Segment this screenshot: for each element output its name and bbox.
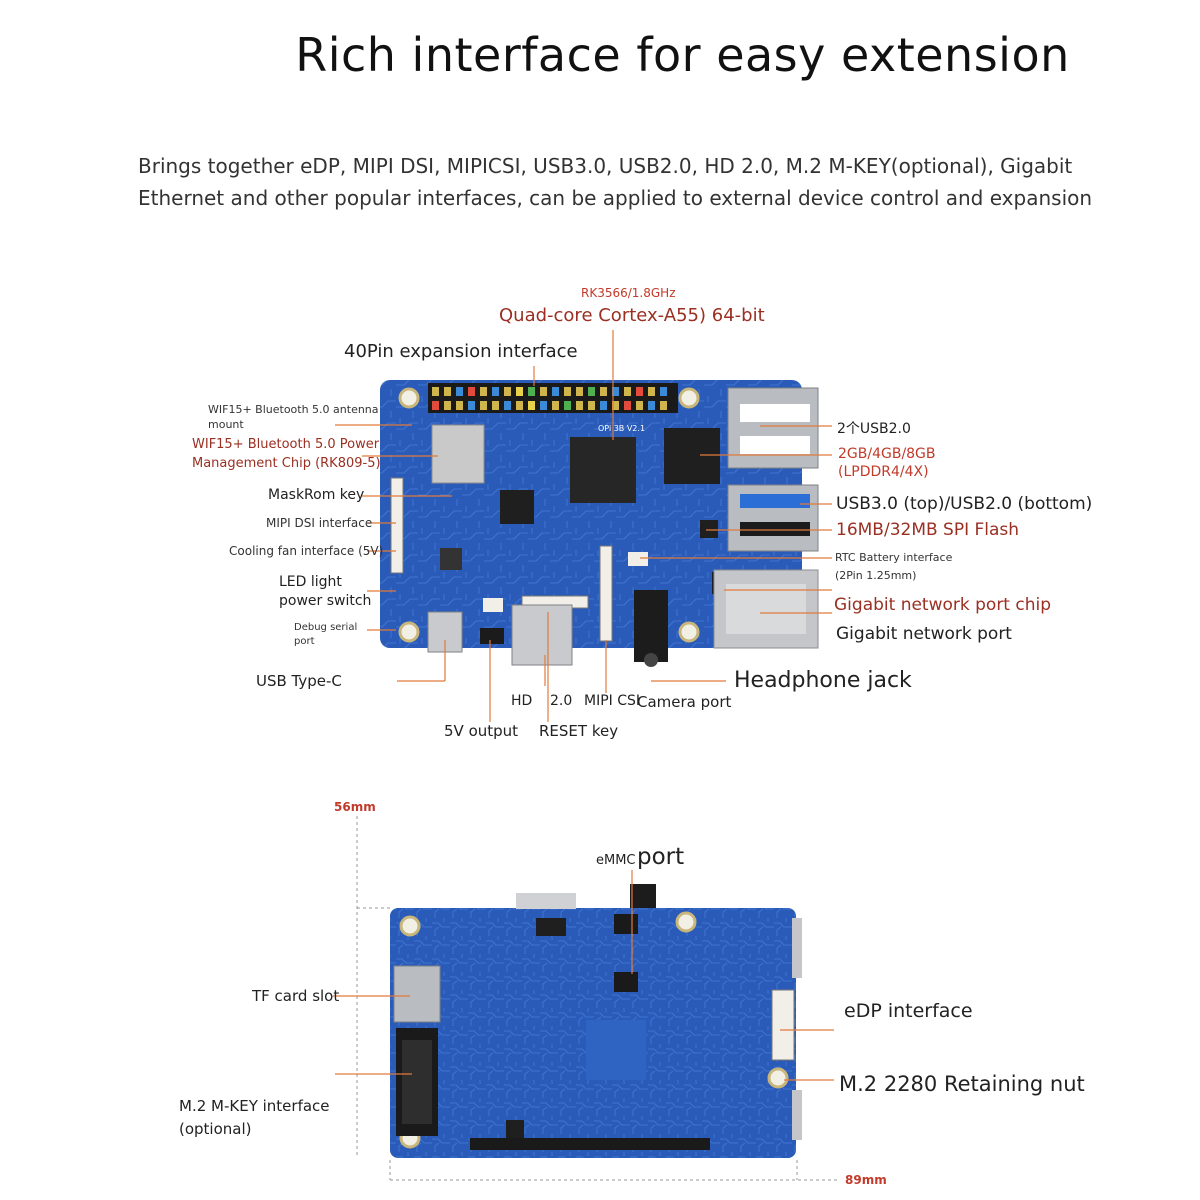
- hdmi-label-a: HD: [511, 693, 533, 709]
- rtc-battery-label-2: (2Pin 1.25mm): [835, 569, 917, 582]
- ram-label-1: 2GB/4GB/8GB: [838, 446, 936, 462]
- board-silkscreen: OPi 3B V2.1: [598, 424, 646, 433]
- wifi-antenna-label-2: mount: [208, 418, 244, 431]
- bottom-board: [390, 884, 802, 1158]
- dimension-lines: [356, 816, 838, 1181]
- usb20-label: 2个USB2.0: [837, 421, 911, 437]
- hdmi-label-b: 2.0: [550, 693, 573, 709]
- m2-nut-label: M.2 2280 Retaining nut: [839, 1072, 1085, 1096]
- bottom-leader-lines: [333, 870, 834, 1081]
- edp-label: eDP interface: [844, 1000, 973, 1022]
- cpu-frequency-label: RK3566/1.8GHz: [581, 286, 676, 300]
- power-chip-label-1: WIF15+ Bluetooth 5.0 Power: [192, 437, 380, 452]
- emmc-label-small: eMMC: [596, 853, 636, 868]
- 5v-output-label: 5V output: [444, 722, 519, 740]
- cpu-core-label: Quad-core Cortex-A55) 64-bit: [499, 305, 765, 326]
- mipi-csi-label: MIPI CSI: [584, 693, 641, 709]
- ram-label-2: (LPDDR4/4X): [838, 464, 929, 480]
- mkey-label-1: M.2 M-KEY interface: [179, 1097, 330, 1115]
- debug-serial-label-2: port: [294, 636, 315, 647]
- power-switch-label: power switch: [279, 593, 372, 609]
- usb30-label: USB3.0 (top)/USB2.0 (bottom): [836, 494, 1093, 514]
- tf-card-label: TF card slot: [252, 987, 340, 1005]
- length-dimension-label: 89mm: [845, 1173, 887, 1187]
- power-chip-label-2: Management Chip (RK809-5): [192, 456, 381, 471]
- gigabit-chip-label: Gigabit network port chip: [834, 595, 1052, 615]
- wifi-antenna-label-1: WIF15+ Bluetooth 5.0 antenna: [208, 403, 379, 416]
- pin40-label: 40Pin expansion interface: [344, 341, 578, 362]
- pin-header: [432, 387, 667, 410]
- top-board: [380, 380, 819, 667]
- gigabit-port-label: Gigabit network port: [836, 624, 1012, 644]
- debug-serial-label-1: Debug serial: [294, 622, 358, 633]
- top-leader-lines: [335, 330, 832, 722]
- maskrom-label: MaskRom key: [268, 487, 365, 503]
- led-light-label: LED light: [279, 574, 342, 590]
- rtc-battery-label-1: RTC Battery interface: [835, 551, 953, 564]
- mipi-dsi-label: MIPI DSI interface: [266, 516, 373, 530]
- headphone-jack-label: Headphone jack: [734, 668, 912, 693]
- reset-key-label: RESET key: [539, 722, 619, 740]
- emmc-label-port: port: [637, 844, 685, 870]
- mkey-label-2: (optional): [179, 1120, 252, 1138]
- camera-port-label: Camera port: [637, 693, 732, 711]
- spi-flash-label: 16MB/32MB SPI Flash: [836, 520, 1020, 540]
- description-line-2: Ethernet and other popular interfaces, c…: [138, 186, 1093, 210]
- description-line-1: Brings together eDP, MIPI DSI, MIPICSI, …: [138, 154, 1073, 178]
- cooling-fan-label: Cooling fan interface (5V): [229, 544, 384, 558]
- page-title: Rich interface for easy extension: [295, 28, 1070, 82]
- usb-typec-label: USB Type-C: [256, 672, 342, 690]
- width-dimension-label: 56mm: [334, 800, 376, 814]
